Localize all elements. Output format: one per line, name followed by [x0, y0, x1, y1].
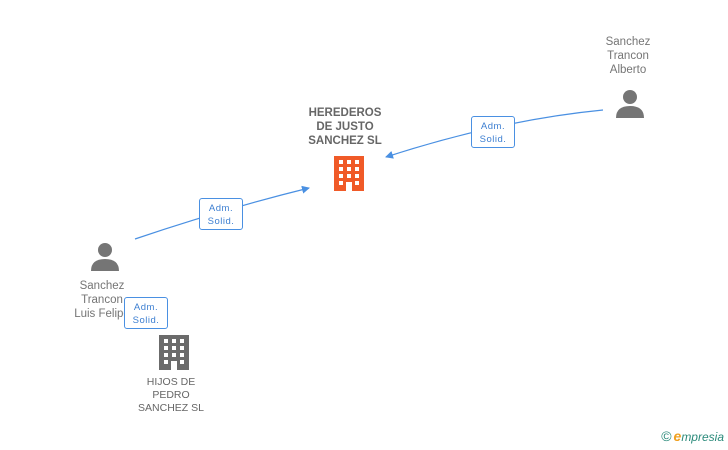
company-hijos-label[interactable]: HIJOS DE PEDRO SANCHEZ SL [126, 376, 216, 415]
main-company-label[interactable]: HEREDEROS DE JUSTO SANCHEZ SL [290, 106, 400, 148]
main-company-line-1: HEREDEROS [308, 107, 382, 119]
building-icon[interactable] [158, 335, 190, 370]
edge-label-luis-hijos-line-2: Solid. [132, 315, 160, 326]
person-luis-label[interactable]: Sanchez Trancon Luis Felipe [62, 279, 142, 321]
edge-label-luis-hijos[interactable]: Adm. Solid. [124, 297, 168, 329]
person-icon[interactable] [90, 242, 120, 271]
empresia-logo-e: e [673, 428, 682, 444]
empresia-brand[interactable]: ©empresia [661, 428, 724, 444]
edge-label-alberto-line-2: Solid. [479, 134, 507, 145]
edge-label-alberto-line-1: Adm. [480, 121, 506, 132]
edge-label-luis-main-line-1: Adm. [208, 203, 234, 214]
person-luis-line-2: Trancon [81, 294, 123, 306]
company-hijos-line-2: PEDRO [152, 389, 190, 401]
person-luis-line-1: Sanchez [79, 280, 125, 292]
person-luis-line-3: Luis Felipe [74, 308, 130, 320]
person-alberto-line-2: Trancon [607, 50, 649, 62]
person-icon[interactable] [615, 89, 645, 118]
copyright-icon: © [661, 428, 672, 444]
edge-label-luis-main-line-2: Solid. [207, 216, 235, 227]
edge-label-luis-main[interactable]: Adm. Solid. [199, 198, 243, 230]
person-alberto-line-3: Alberto [609, 64, 647, 76]
company-hijos-line-1: HIJOS DE [146, 376, 196, 388]
person-alberto-label[interactable]: Sanchez Trancon Alberto [588, 35, 668, 77]
company-hijos-line-3: SANCHEZ SL [138, 402, 204, 414]
main-company-line-2: DE JUSTO [316, 121, 374, 133]
main-company-line-3: SANCHEZ SL [308, 135, 382, 147]
building-icon[interactable] [333, 156, 365, 191]
edge-label-alberto[interactable]: Adm. Solid. [471, 116, 515, 148]
edge-label-luis-hijos-line-1: Adm. [133, 302, 159, 313]
empresia-logo-text: mpresia [681, 430, 724, 444]
person-alberto-line-1: Sanchez [605, 36, 651, 48]
